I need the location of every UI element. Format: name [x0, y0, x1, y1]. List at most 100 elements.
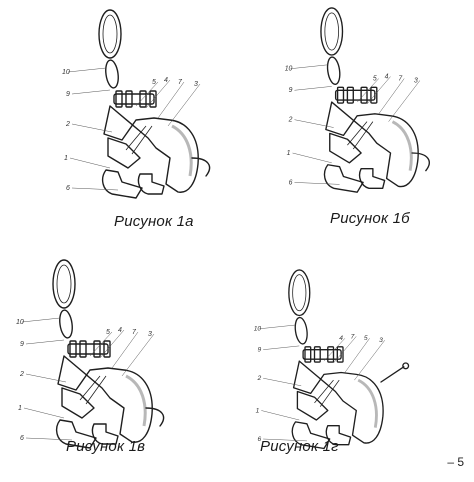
callout-leader-1v-3	[99, 329, 125, 359]
callout-label-1b-6: 2	[288, 117, 293, 124]
pivot-pin-1b	[334, 89, 376, 101]
lifting-ring-1a	[98, 9, 122, 59]
nut-1v-1	[79, 340, 87, 358]
jaw-body-1b	[325, 101, 419, 188]
callout-label-1v-4: 7	[132, 329, 137, 336]
lower-jaw-1a	[101, 169, 143, 199]
callout-label-1b-7: 1	[287, 150, 291, 157]
cam-plate-1g	[296, 390, 329, 421]
lower-jaw-2-1b	[358, 167, 386, 189]
figure-caption-1b: Рисунок 1б	[330, 210, 410, 227]
nut-1b-2	[360, 86, 368, 104]
nut-1g-0	[304, 346, 312, 363]
lower-jaw-2-1g	[325, 425, 352, 446]
lower-jaw-1g	[291, 421, 331, 450]
nut-1a-0	[115, 90, 123, 108]
callout-leader-1g-8	[263, 438, 307, 442]
callout-leader-1a-6	[71, 123, 113, 133]
lifting-ring-1g	[288, 269, 311, 317]
callout-label-1g-6: 2	[257, 375, 262, 382]
nut-1a-3	[149, 90, 157, 108]
nut-1b-1	[346, 86, 354, 104]
handle-knob-1g	[402, 362, 410, 370]
jaw-body-1v	[57, 355, 153, 443]
nut-1g-2	[327, 346, 335, 363]
jaw-shading-1v	[125, 374, 147, 427]
callout-label-1a-1: 9	[66, 91, 70, 98]
callout-leader-1v-2	[89, 331, 113, 357]
nut-1b-0	[336, 86, 345, 104]
callout-label-1b-0: 10	[285, 66, 293, 73]
lower-jaw-1b	[323, 164, 364, 193]
callout-leader-1a-8	[71, 187, 119, 191]
callout-label-1b-8: 6	[289, 179, 293, 186]
nut-1v-2	[93, 340, 101, 358]
jaw-shading-1b	[391, 120, 413, 171]
callout-leader-1g-0	[259, 324, 296, 330]
callout-leader-1a-1	[71, 89, 111, 95]
nut-1g-3	[336, 346, 344, 363]
callout-leader-1g-6	[263, 377, 302, 387]
jaw-shading-1g	[357, 378, 378, 428]
callout-label-1a-5: 3	[194, 81, 198, 88]
callout-leader-1v-6	[25, 373, 67, 383]
callout-label-1v-7: 1	[18, 405, 22, 412]
callout-leader-1b-5	[388, 80, 421, 122]
lifting-ring-inner-1v	[56, 264, 72, 304]
callout-leader-1a-4	[157, 81, 185, 119]
nut-1a-2	[139, 90, 147, 108]
callout-label-1g-5: 3	[379, 337, 383, 344]
callout-label-1v-0: 10	[16, 319, 24, 326]
lifting-ring-1b	[320, 7, 344, 56]
callout-label-1a-3: 4	[164, 77, 168, 84]
nut-1g-1	[313, 346, 321, 363]
callout-label-1b-4: 7	[398, 75, 403, 82]
callout-leader-1g-5	[354, 340, 385, 381]
callout-leader-1v-0	[21, 317, 61, 323]
cam-plate-1v	[61, 387, 95, 419]
lifting-ring-inner-1b	[324, 12, 339, 51]
nut-1b-3	[370, 86, 378, 104]
callout-label-1a-6: 2	[65, 121, 70, 128]
handle-rod-1b	[411, 152, 430, 172]
callout-label-1g-8: 6	[258, 436, 262, 443]
callout-label-1g-2: 4	[339, 335, 343, 342]
callout-leader-1b-8	[294, 182, 340, 185]
connecting-link-1b	[326, 56, 341, 85]
callout-label-1g-7: 1	[256, 407, 260, 414]
callout-leader-1v-1	[25, 339, 65, 345]
callout-leader-1g-7	[261, 410, 300, 421]
lever-arm-1v	[79, 375, 107, 405]
callout-label-1v-6: 2	[19, 371, 24, 378]
callout-leader-1v-7	[23, 407, 65, 419]
callout-label-1g-3: 7	[351, 333, 355, 340]
callout-leader-1a-3	[145, 79, 171, 109]
figure-caption-1a: Рисунок 1а	[114, 213, 194, 230]
callout-leader-1b-7	[292, 152, 332, 164]
lower-jaw-2-1a	[137, 173, 165, 195]
page-number: – 5	[447, 455, 464, 469]
callout-leader-1v-8	[25, 437, 73, 441]
callout-label-1b-1: 9	[289, 87, 293, 94]
jaw-shading-1a	[171, 124, 193, 177]
callout-leader-1v-5	[121, 333, 155, 377]
lifting-ring-inner-1g	[292, 274, 307, 312]
callout-leader-1b-2	[357, 78, 379, 103]
callout-label-1v-5: 3	[148, 331, 152, 338]
callout-leader-1g-3	[333, 336, 357, 364]
callout-label-1v-8: 6	[20, 435, 24, 442]
figure-caption-1g: Рисунок 1г	[260, 438, 339, 455]
callout-label-1v-2: 5	[106, 329, 110, 336]
callout-label-1b-5: 3	[414, 77, 418, 84]
callout-label-1g-1: 9	[258, 347, 262, 354]
lifting-ring-inner-1a	[102, 14, 118, 54]
callout-leader-1b-3	[366, 76, 391, 105]
cam-plate-1b	[329, 132, 362, 164]
lifting-ring-1v	[52, 259, 76, 309]
callout-label-1b-3: 4	[385, 74, 389, 81]
callout-label-1a-0: 10	[62, 69, 70, 76]
